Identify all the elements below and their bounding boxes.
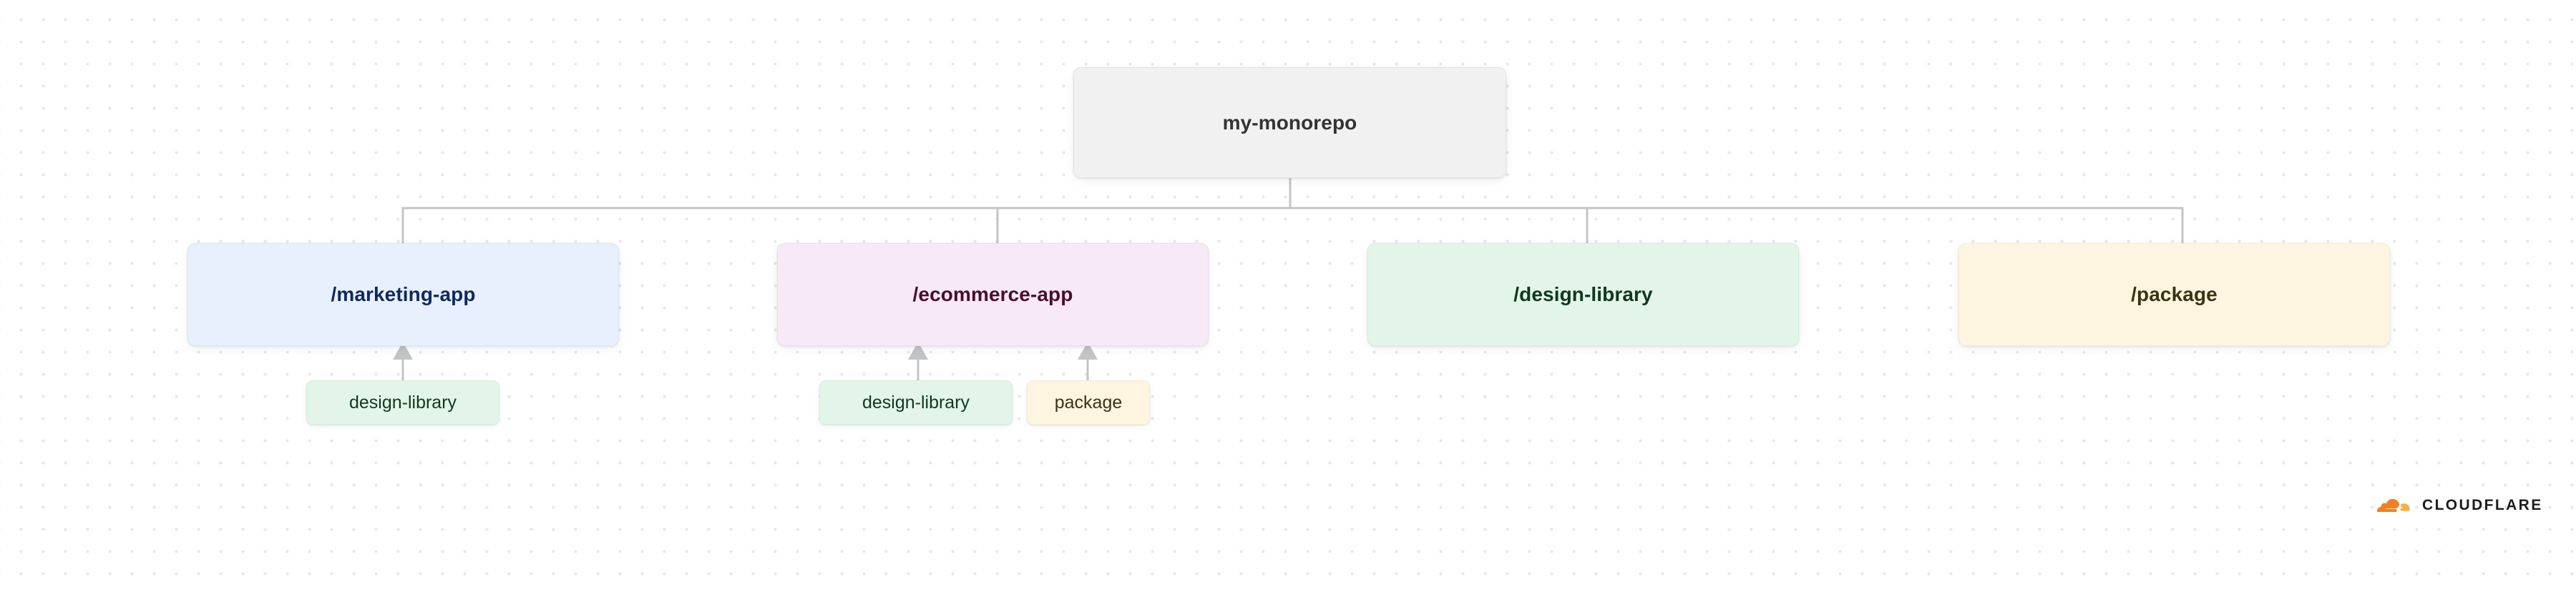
node-label-my-monorepo: my-monorepo [1222, 111, 1357, 134]
cloudflare-logo: CLOUDFLARE [2368, 493, 2543, 516]
chip-ecommerce-app-design-library[interactable]: design-library [819, 380, 1013, 425]
chip-label-package: package [1054, 392, 1123, 413]
node-label-design-library: /design-library [1513, 283, 1653, 305]
cloud-shape-dark [2376, 498, 2400, 512]
node-my-monorepo[interactable]: my-monorepo [1073, 67, 1506, 178]
node-design-library[interactable]: /design-library [1367, 243, 1799, 346]
node-marketing-app[interactable]: /marketing-app [187, 243, 619, 346]
cloudflare-wordmark: CLOUDFLARE [2422, 496, 2543, 513]
cloudflare-cloud-icon [2376, 498, 2410, 512]
cloud-shape-light [2400, 503, 2410, 511]
chip-label-design-library: design-library [348, 392, 457, 413]
node-ecommerce-app[interactable]: /ecommerce-app [777, 243, 1209, 346]
node-label-ecommerce-app: /ecommerce-app [912, 283, 1073, 305]
node-label-package: /package [2131, 283, 2218, 305]
node-package[interactable]: /package [1958, 243, 2390, 346]
chip-label-design-library: design-library [862, 392, 970, 413]
chip-ecommerce-app-package[interactable]: package [1027, 380, 1150, 425]
chip-marketing-app-design-library[interactable]: design-library [306, 380, 499, 425]
node-label-marketing-app: /marketing-app [331, 283, 476, 305]
